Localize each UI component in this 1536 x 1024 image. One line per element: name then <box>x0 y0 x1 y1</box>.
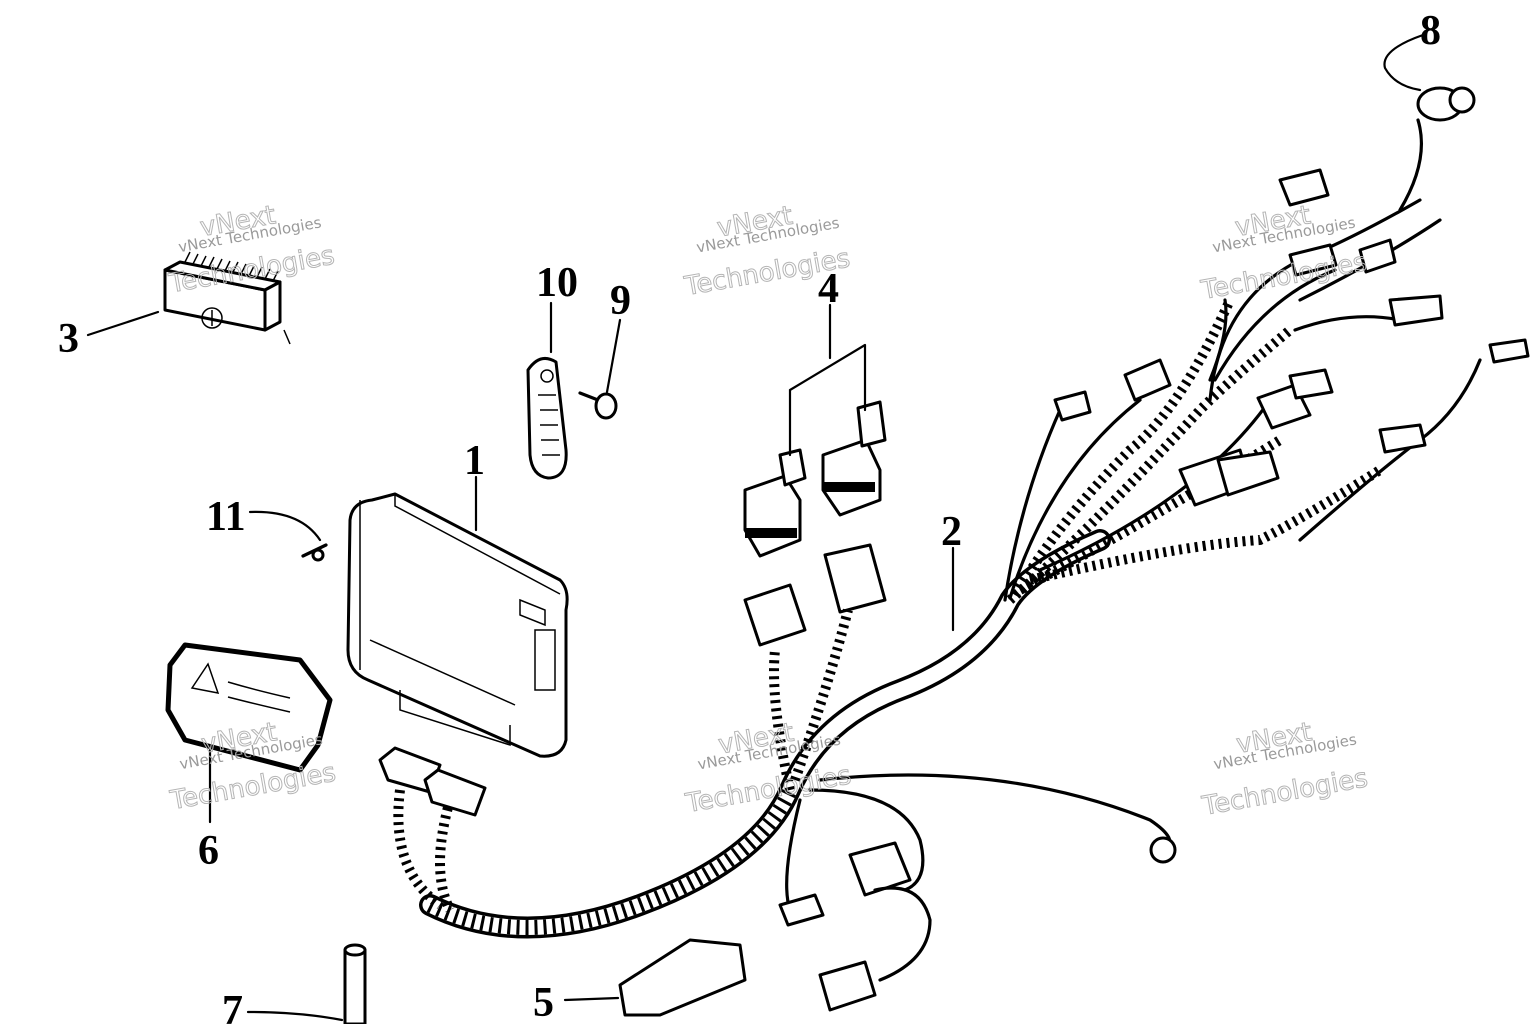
watermark-1: vNext vNext Technologies Technologies <box>166 200 338 300</box>
callout-8: 8 <box>1420 8 1441 54</box>
callout-5: 5 <box>533 980 554 1024</box>
part-6-warning-label <box>165 642 333 773</box>
callout-4: 4 <box>818 266 839 312</box>
part-8-grommet <box>1416 86 1476 122</box>
part-1-control-unit <box>346 492 569 758</box>
leader-3 <box>86 310 160 337</box>
part-2-harness <box>378 118 1530 1017</box>
callout-1: 1 <box>464 438 485 484</box>
part-7-tube <box>343 943 367 1024</box>
callout-7: 7 <box>222 988 243 1024</box>
part-4-relays <box>743 400 887 558</box>
callout-10: 10 <box>536 260 578 306</box>
watermark-6: vNext vNext Technologies Technologies <box>1199 717 1371 823</box>
leader-11 <box>248 510 322 542</box>
callout-11: 11 <box>206 494 246 540</box>
callout-9: 9 <box>610 278 631 324</box>
leader-7 <box>246 1010 344 1022</box>
callout-3: 3 <box>58 316 79 362</box>
watermark-3: vNext vNext Technologies Technologies <box>1198 200 1370 307</box>
watermark-4: vNext vNext Technologies Technologies <box>167 717 339 817</box>
part-9-screw <box>578 391 618 420</box>
leader-5 <box>563 996 620 1002</box>
leader-8 <box>1383 33 1425 92</box>
leader-9 <box>605 318 622 394</box>
part-3-module <box>163 251 291 345</box>
callout-2: 2 <box>941 509 962 555</box>
watermark-6-big-b: Technologies <box>1199 763 1370 822</box>
part-10-bracket <box>526 356 568 480</box>
part-11-screw <box>301 543 328 562</box>
leader-4 <box>788 303 867 457</box>
callout-6: 6 <box>198 828 219 874</box>
